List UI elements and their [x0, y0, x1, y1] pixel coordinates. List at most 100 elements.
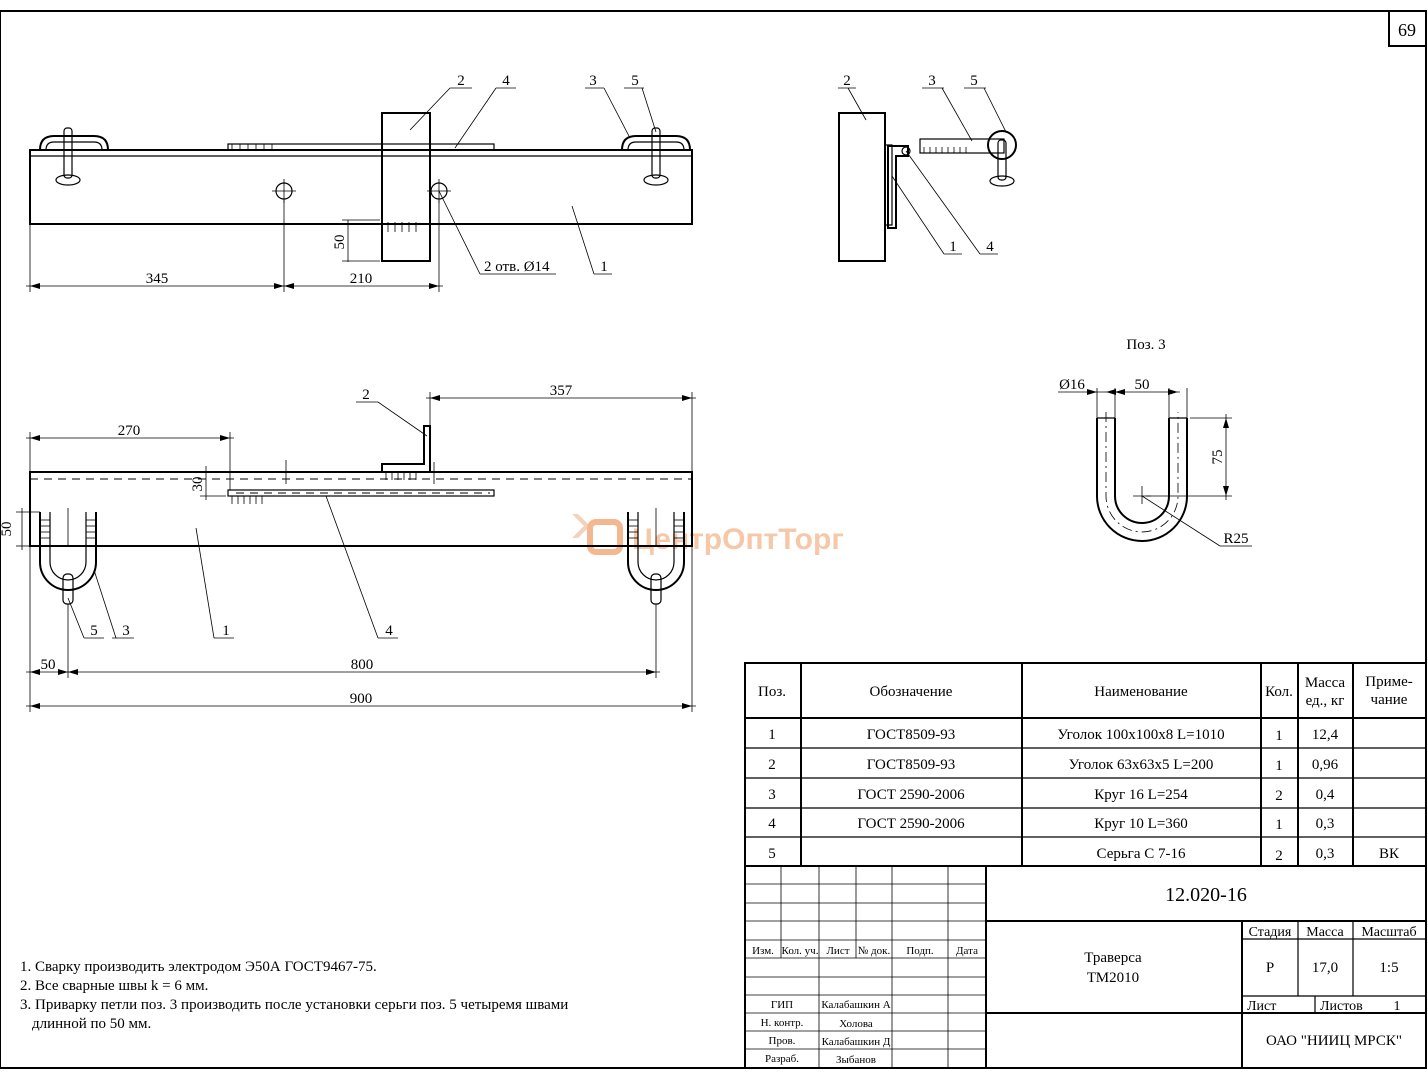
detail-dim-width: 50 [1135, 377, 1150, 393]
callout-5-side: 5 [970, 73, 978, 89]
header-note: Приме- [1365, 674, 1413, 690]
u-loop-inner [1114, 418, 1170, 524]
table-row: 2 ГОСТ8509-93 Уголок 63x63x5 L=200 1 0,9… [768, 757, 1338, 774]
name-gip: Калабашкин А [821, 999, 890, 1011]
note-3: 3. Приварку петли поз. 3 производить пос… [20, 997, 569, 1013]
header-qty: Кол. [1265, 684, 1293, 700]
table-row: 4 ГОСТ 2590-2006 Круг 10 L=360 1 0,3 [768, 816, 1334, 833]
rod-4-front [227, 143, 495, 151]
svg-text:12,4: 12,4 [1312, 727, 1339, 743]
col-list: Лист [826, 945, 849, 957]
svg-text:2: 2 [1275, 788, 1283, 804]
callout-3-plan: 3 [122, 623, 130, 639]
detail-title: Поз. 3 [1126, 337, 1165, 353]
angle-1-side [838, 112, 886, 262]
sheet-label: Лист [1247, 999, 1276, 1014]
watermark-logo-box [587, 519, 623, 555]
col-date: Дата [956, 945, 978, 957]
stage-value: Р [1266, 960, 1274, 976]
callout-1-front: 1 [600, 259, 608, 275]
shackle-right-front [651, 127, 661, 179]
header-mass: Масса [1305, 675, 1345, 691]
view-plan: 2 5 3 1 4 270 357 30 50 50 800 [0, 383, 696, 712]
view-front: 2 4 3 5 1 2 отв. Ø14 345 210 50 [26, 73, 693, 292]
watermark-logo-icon [572, 514, 590, 538]
table-row: 5 Серьга С 7-16 2 0,3 ВК [768, 846, 1400, 864]
watermark: ЦентрОптТорг [572, 514, 844, 556]
svg-text:Круг 10 L=360: Круг 10 L=360 [1094, 816, 1188, 832]
svg-text:Круг 16 L=254: Круг 16 L=254 [1094, 787, 1188, 803]
angle-2-front [381, 112, 431, 262]
note-3-cont: длинной по 50 мм. [32, 1016, 152, 1032]
detail-dim-height: 75 [1210, 450, 1226, 465]
watermark-text: ЦентрОптТорг [632, 523, 844, 556]
header-pos: Поз. [758, 684, 786, 700]
callout-2-front: 2 [457, 73, 465, 89]
callout-1-plan: 1 [222, 623, 230, 639]
svg-text:Уголок 100x100x8 L=1010: Уголок 100x100x8 L=1010 [1057, 727, 1224, 743]
loop-right-front [621, 135, 691, 151]
scale-value: 1:5 [1379, 960, 1398, 976]
detail-dim-radius: R25 [1223, 531, 1248, 547]
role-prov: Пров. [769, 1035, 796, 1047]
dim-210: 210 [350, 271, 373, 287]
callout-5-front: 5 [631, 73, 639, 89]
sheets-value: 1 [1394, 999, 1401, 1014]
note-1: 1. Сварку производить электродом Э50А ГО… [20, 959, 377, 975]
svg-text:3: 3 [768, 787, 776, 803]
dim-30: 30 [190, 477, 206, 492]
dim-50-plan-left: 50 [0, 522, 15, 537]
callout-1-side: 1 [949, 239, 957, 255]
detail-pos3: Поз. 3 Ø16 50 75 R25 [1058, 337, 1252, 547]
svg-text:0,3: 0,3 [1316, 846, 1335, 862]
header-name: Наименование [1094, 684, 1188, 700]
svg-text:2: 2 [1275, 848, 1283, 864]
callout-2-side: 2 [843, 73, 851, 89]
col-sign: Подп. [906, 945, 934, 957]
svg-text:ГОСТ 2590-2006: ГОСТ 2590-2006 [857, 816, 965, 832]
header-designation: Обозначение [870, 684, 953, 700]
rod-4-plan [227, 489, 495, 497]
shackle-left-front [63, 127, 73, 179]
dim-357: 357 [550, 383, 573, 399]
svg-text:ВК: ВК [1379, 846, 1400, 862]
mass-label: Масса [1306, 925, 1344, 940]
table-row: 3 ГОСТ 2590-2006 Круг 16 L=254 2 0,4 [768, 787, 1335, 804]
svg-text:Уголок 63x63x5 L=200: Уголок 63x63x5 L=200 [1069, 757, 1214, 773]
angle-bar-plan [29, 471, 693, 547]
callout-4-side: 4 [986, 239, 994, 255]
doc-code: 12.020-16 [1165, 884, 1247, 906]
svg-text:ГОСТ8509-93: ГОСТ8509-93 [867, 727, 955, 743]
angle-2-plan [381, 425, 431, 472]
organization: ОАО "НИИЦ МРСК" [1266, 1033, 1402, 1049]
role-nkontr: Н. контр. [761, 1017, 804, 1029]
svg-text:1: 1 [1275, 817, 1283, 833]
svg-text:0,3: 0,3 [1316, 816, 1335, 832]
name-nkontr: Холова [839, 1018, 873, 1030]
dim-50-plan-bottom: 50 [41, 657, 56, 673]
svg-text:2: 2 [768, 757, 776, 773]
sheet-number: 69 [1398, 20, 1416, 40]
callout-4-front: 4 [502, 73, 510, 89]
loop-side [919, 138, 1005, 154]
col-izm: Изм. [752, 945, 774, 957]
header-note-2: чание [1371, 692, 1408, 708]
svg-text:0,4: 0,4 [1316, 787, 1335, 803]
detail-dim-dia: Ø16 [1059, 377, 1085, 393]
shackle-eye-side [987, 130, 1017, 160]
drawing-title: Траверса [1084, 950, 1142, 966]
loop-left-front [39, 135, 109, 151]
callout-3-side: 3 [928, 73, 936, 89]
svg-text:Серьга С 7-16: Серьга С 7-16 [1097, 846, 1186, 862]
svg-text:4: 4 [768, 816, 776, 832]
callout-2-plan: 2 [362, 387, 370, 403]
col-kol-uch: Кол. уч. [782, 945, 819, 957]
callout-5-plan: 5 [90, 623, 98, 639]
u-loop-outer [1096, 418, 1188, 542]
title-block: Изм. Кол. уч. Лист № док. Подп. Дата ГИП… [744, 865, 1427, 1069]
sheet-frame [0, 10, 1427, 1069]
spec-table: Поз. Обозначение Наименование Кол. Масса… [744, 662, 1427, 867]
scale-label: Масштаб [1361, 925, 1416, 940]
svg-text:1: 1 [1275, 728, 1283, 744]
